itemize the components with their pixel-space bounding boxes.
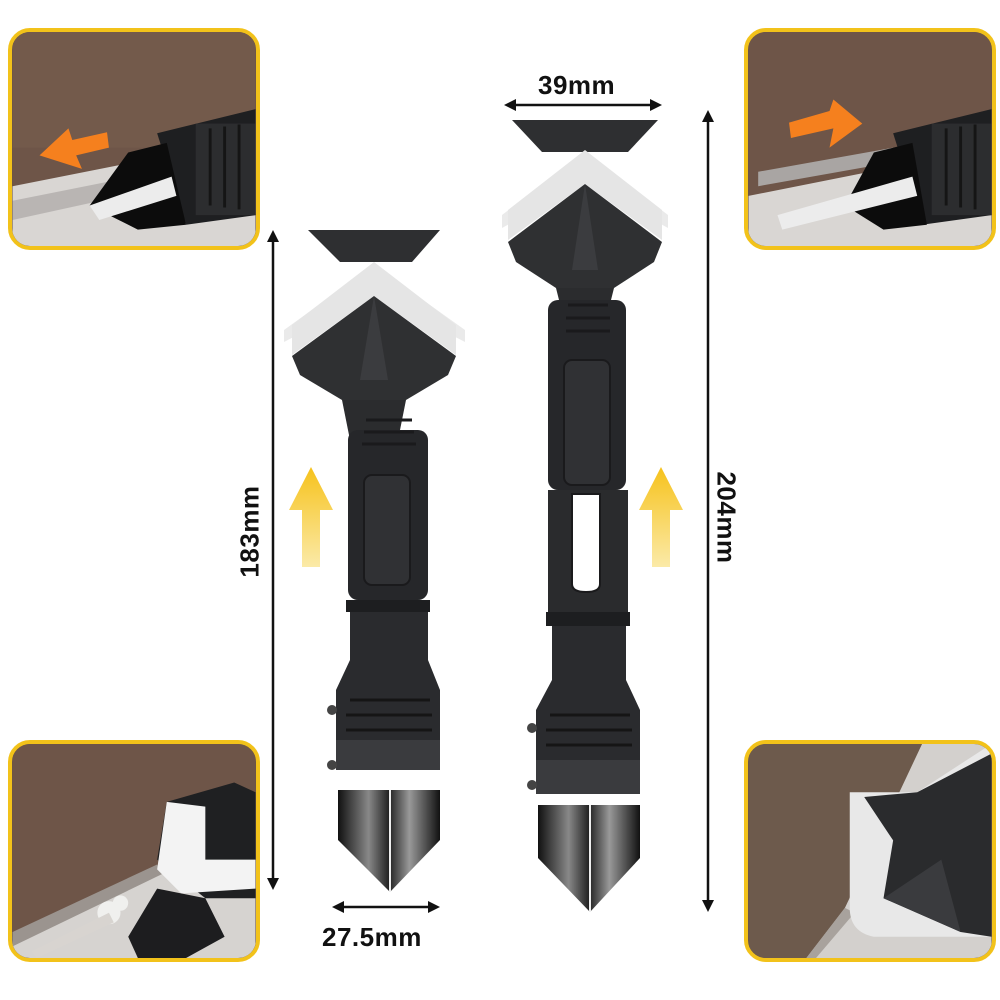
yellow-up-arrow-right [639, 467, 683, 567]
scraper-apply-photo [748, 32, 992, 246]
dimension-lines [267, 99, 714, 913]
small-caulking-tool [284, 230, 465, 892]
top-width-label: 39mm [538, 70, 616, 100]
scraper-remove-photo [12, 32, 256, 246]
pad-smooth-photo [12, 744, 256, 958]
inset-bottom-right [744, 740, 996, 962]
yellow-up-arrow-left [289, 467, 333, 567]
bottom-width-label: 27.5mm [322, 922, 422, 952]
inset-top-right [744, 28, 996, 250]
corner-smooth-photo [748, 744, 992, 958]
inset-top-left [8, 28, 260, 250]
left-height-label: 183mm [234, 485, 265, 578]
large-caulking-tool [502, 120, 668, 912]
inset-bottom-left [8, 740, 260, 962]
right-height-label: 204mm [711, 471, 742, 564]
